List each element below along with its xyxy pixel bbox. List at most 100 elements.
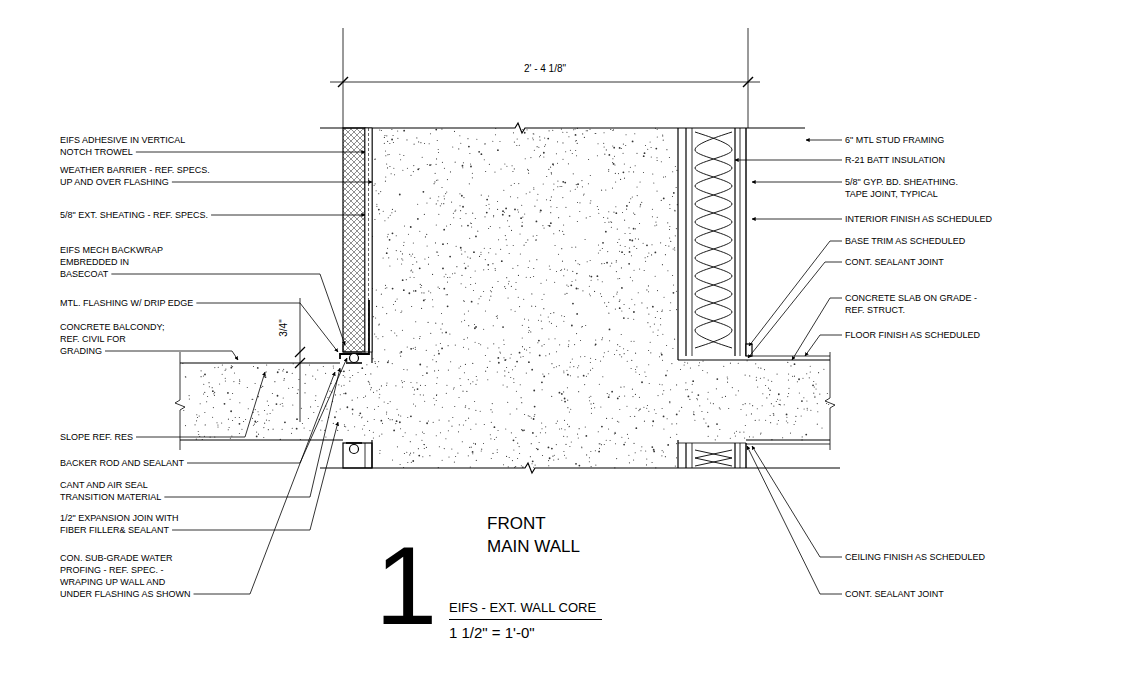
stipple-dot <box>573 366 574 367</box>
stipple-dot <box>453 388 454 389</box>
stipple-dot <box>565 207 566 208</box>
stipple-dot <box>442 162 443 163</box>
stipple-dot <box>370 373 371 374</box>
stipple-dot <box>577 434 578 435</box>
stipple-dot <box>557 181 558 182</box>
stipple-dot <box>218 367 219 368</box>
stipple-dot <box>663 297 664 298</box>
stipple-dot <box>446 191 447 192</box>
stipple-dot <box>379 389 380 390</box>
stipple-dot <box>567 269 568 270</box>
stipple-dot <box>716 388 717 389</box>
stipple-dot <box>636 366 637 367</box>
stipple-dot <box>648 364 649 365</box>
stipple-dot <box>788 379 789 380</box>
stipple-dot <box>465 420 466 421</box>
stipple-dot <box>374 159 375 160</box>
stipple-dot <box>352 375 353 376</box>
stipple-dot <box>590 358 591 359</box>
stipple-dot <box>239 423 241 425</box>
stipple-dot <box>591 408 592 409</box>
stipple-dot <box>397 130 398 131</box>
stipple-dot <box>222 374 223 375</box>
stipple-dot <box>564 182 566 184</box>
stipple-dot <box>618 173 619 174</box>
stipple-dot <box>552 163 554 165</box>
stipple-dot <box>620 179 621 180</box>
stipple-dot <box>473 251 475 253</box>
stipple-dot <box>408 234 409 235</box>
stipple-dot <box>504 163 505 164</box>
callout-label: 5/8" EXT. SHEATING - REF. SPECS. <box>60 209 208 221</box>
stipple-dot <box>395 211 396 212</box>
stipple-dot <box>504 212 505 213</box>
stipple-dot <box>723 366 724 367</box>
stipple-dot <box>601 296 602 297</box>
stipple-dot <box>513 132 514 133</box>
stipple-dot <box>381 294 382 295</box>
stipple-dot <box>591 466 592 467</box>
stipple-dot <box>381 385 382 386</box>
stipple-dot <box>652 209 653 210</box>
stipple-dot <box>760 378 761 379</box>
stipple-dot <box>522 325 523 326</box>
stipple-dot <box>608 169 609 170</box>
stipple-dot <box>524 132 526 134</box>
stipple-dot <box>465 405 466 406</box>
stud-web <box>692 128 693 356</box>
stipple-dot <box>502 214 504 216</box>
stipple-dot <box>645 376 646 377</box>
stipple-dot <box>680 369 681 370</box>
stipple-dot <box>517 443 518 444</box>
stipple-dot <box>653 451 655 453</box>
stipple-dot <box>687 389 688 390</box>
stipple-dot <box>599 448 600 449</box>
stipple-dot <box>407 417 408 418</box>
stipple-dot <box>633 341 634 342</box>
stipple-dot <box>539 136 540 137</box>
stipple-dot <box>362 428 363 429</box>
stipple-dot <box>204 374 206 376</box>
stipple-dot <box>517 138 518 139</box>
stipple-dot <box>727 377 728 378</box>
stipple-dot <box>608 351 609 352</box>
stipple-dot <box>522 429 524 431</box>
stipple-dot <box>692 384 693 385</box>
stipple-dot <box>456 246 457 247</box>
stipple-dot <box>490 438 491 439</box>
stipple-dot <box>438 370 439 371</box>
stipple-dot <box>617 398 619 400</box>
slab-top <box>678 359 830 360</box>
stipple-dot <box>697 399 698 400</box>
stipple-dot <box>424 444 425 445</box>
stipple-dot <box>771 381 772 382</box>
stipple-dot <box>241 429 242 430</box>
stipple-dot <box>762 393 763 394</box>
stipple-dot <box>526 129 527 130</box>
stipple-dot <box>665 176 666 177</box>
stipple-dot <box>827 393 828 394</box>
stipple-dot <box>527 138 528 139</box>
stipple-dot <box>528 361 530 363</box>
stipple-dot <box>529 192 530 193</box>
stipple-dot <box>385 288 386 289</box>
stipple-dot <box>628 263 630 265</box>
stipple-dot <box>393 142 394 143</box>
stipple-dot <box>282 429 283 430</box>
stipple-dot <box>477 379 478 380</box>
stipple-dot <box>317 369 318 370</box>
stipple-dot <box>786 414 788 416</box>
stipple-dot <box>379 397 380 398</box>
stipple-dot <box>230 367 232 369</box>
stipple-dot <box>590 403 591 404</box>
stipple-dot <box>283 369 284 370</box>
stipple-dot <box>386 382 387 383</box>
stipple-dot <box>435 323 436 324</box>
stipple-dot <box>402 330 403 331</box>
stipple-dot <box>413 165 414 166</box>
stipple-dot <box>727 382 728 383</box>
stipple-dot <box>254 424 255 425</box>
stipple-dot <box>470 277 471 278</box>
stipple-dot <box>201 376 202 377</box>
stipple-dot <box>480 252 481 253</box>
